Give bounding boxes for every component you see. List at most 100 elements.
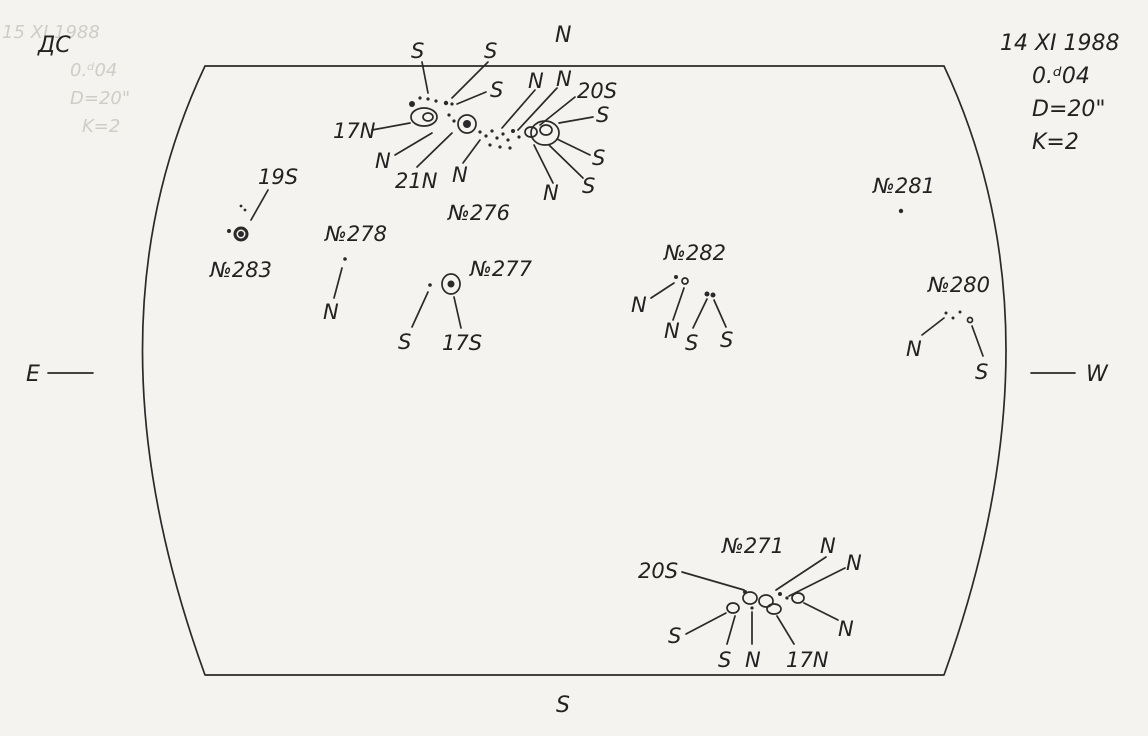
- pore: [428, 283, 432, 287]
- pore: [239, 204, 243, 208]
- pointer-line: [650, 282, 675, 299]
- polarity-label: 17S: [442, 331, 482, 355]
- pore: [498, 145, 502, 149]
- pointer-line: [462, 139, 481, 164]
- sunspot: [766, 603, 782, 615]
- pointer-line: [775, 556, 827, 591]
- polarity-label: N: [745, 648, 761, 672]
- pointer-line: [250, 189, 269, 221]
- pore: [488, 143, 492, 147]
- sunspot-umbra: [422, 112, 434, 122]
- sunspot-umbra: [539, 124, 553, 136]
- pointer-line: [692, 298, 708, 329]
- pointer-line: [726, 615, 736, 645]
- observation-date: 14 XI 1988: [1000, 31, 1120, 56]
- ghost-date: 15 XI 1988: [2, 22, 100, 43]
- pore: [966, 316, 974, 324]
- sunspot: [742, 591, 758, 605]
- polarity-label: S: [975, 360, 988, 384]
- group-number: №280: [927, 273, 990, 297]
- polarity-label: S: [411, 39, 424, 63]
- pore: [511, 129, 515, 133]
- pointer-line: [533, 144, 554, 184]
- group-280: №280 N S: [906, 273, 990, 384]
- k-value: K=2: [1032, 130, 1079, 155]
- pore: [944, 311, 948, 315]
- pointer-line: [421, 61, 429, 94]
- ghost-k: K=2: [82, 116, 120, 137]
- group-number: №277: [469, 257, 533, 281]
- pore: [450, 102, 454, 106]
- north-label: N: [555, 23, 571, 48]
- pore: [452, 119, 456, 123]
- polarity-label: S: [582, 174, 595, 198]
- pore: [418, 96, 422, 100]
- pointer-line: [453, 296, 462, 329]
- pore: [243, 208, 247, 212]
- group-number: №276: [447, 201, 510, 225]
- polarity-label: N: [528, 69, 544, 93]
- pore: [743, 590, 747, 594]
- pore: [750, 606, 754, 610]
- group-278: №278 N: [323, 222, 387, 324]
- group-276: S S S 17N N 21N N N N 20S S S N S №276: [333, 39, 617, 225]
- pore: [426, 97, 430, 101]
- polarity-label: S: [718, 648, 731, 672]
- sunspot-umbra: [238, 231, 244, 237]
- pointer-line: [539, 96, 576, 126]
- pointer-line: [685, 612, 727, 635]
- ghost-time: 0.ᵈ04: [70, 60, 117, 81]
- pore: [785, 596, 789, 600]
- pore: [681, 277, 689, 285]
- pore: [508, 146, 512, 150]
- pointer-line: [713, 299, 727, 328]
- pointer-line: [803, 602, 839, 621]
- polarity-label: S: [685, 331, 698, 355]
- pore: [484, 134, 488, 138]
- group-281: №281: [872, 174, 935, 214]
- west-label: W: [1086, 362, 1109, 387]
- group-number: №271: [721, 534, 784, 558]
- group-277: №277 S 17S: [398, 257, 533, 355]
- pore: [951, 316, 955, 320]
- pointer-line: [411, 291, 429, 328]
- polarity-label: N: [452, 163, 468, 187]
- polarity-label: 17N: [786, 648, 829, 672]
- pore: [704, 291, 710, 297]
- sunspot: [524, 126, 538, 138]
- pointer-line: [921, 317, 945, 336]
- polarity-label: S: [668, 624, 681, 648]
- pointer-line: [451, 61, 489, 99]
- sunspot: [791, 592, 805, 604]
- sunspot: [410, 107, 438, 127]
- pore: [517, 135, 521, 139]
- pore: [958, 310, 962, 314]
- east-label: E: [26, 362, 40, 387]
- pore: [227, 229, 231, 233]
- sunspot: [726, 602, 740, 614]
- polarity-label: 19S: [258, 165, 298, 189]
- group-number: №283: [209, 258, 272, 282]
- group-number: №281: [872, 174, 935, 198]
- pore: [343, 257, 347, 261]
- bleed-through: 15 XI 1988 0.ᵈ04 D=20" K=2: [2, 22, 130, 137]
- polarity-label: N: [543, 181, 559, 205]
- pointer-line: [517, 87, 558, 131]
- sunspot-umbra: [447, 280, 455, 288]
- polarity-label: N: [323, 300, 339, 324]
- polarity-label: N: [846, 551, 862, 575]
- pore: [434, 99, 438, 103]
- group-number: №282: [663, 241, 726, 265]
- pointer-line: [776, 615, 795, 645]
- polarity-label: 17N: [333, 119, 376, 143]
- pointer-line: [501, 89, 536, 129]
- disc-diameter: D=20": [1032, 97, 1106, 122]
- pore: [447, 113, 451, 117]
- polarity-label: S: [720, 328, 733, 352]
- pore: [506, 138, 510, 142]
- pore: [490, 129, 494, 133]
- sunspot: [758, 594, 774, 608]
- observation-time: 0.ᵈ04: [1032, 64, 1090, 89]
- polarity-label: S: [484, 39, 497, 63]
- pointer-line: [556, 138, 591, 156]
